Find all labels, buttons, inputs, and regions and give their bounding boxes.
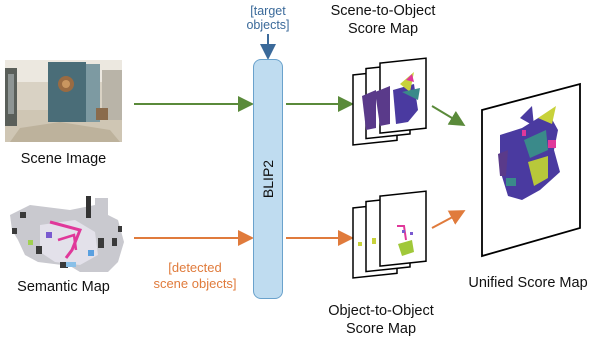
object-to-object-line2: Score Map bbox=[345, 321, 417, 337]
blip2-label: BLIP2 bbox=[260, 159, 276, 199]
scene-to-object-line2: Score Map bbox=[347, 21, 419, 37]
scene-image-label: Scene Image bbox=[20, 151, 107, 167]
target-objects-line1: [target bbox=[250, 4, 286, 18]
scene-to-object-map-stack bbox=[352, 57, 427, 146]
unified-score-map-label: Unified Score Map bbox=[468, 275, 588, 291]
s2o-to-unified-arrow bbox=[431, 105, 466, 127]
scene-to-object-line1: Scene-to-Object bbox=[330, 3, 436, 19]
object-to-object-title: Object-to-Object Score Map bbox=[316, 302, 446, 338]
detected-line1: [detected bbox=[168, 260, 222, 275]
semantic-map-label: Semantic Map bbox=[17, 279, 110, 295]
blip2-block: BLIP2 bbox=[253, 59, 283, 299]
target-objects-label: [target objects] bbox=[232, 4, 304, 32]
semantic-map-image bbox=[10, 196, 124, 272]
object-to-object-line1: Object-to-Object bbox=[328, 303, 434, 319]
object-to-object-map-stack bbox=[352, 190, 427, 279]
scene-to-object-title: Scene-to-Object Score Map bbox=[322, 2, 444, 38]
detected-line2: scene objects] bbox=[153, 276, 237, 291]
target-objects-line2: objects] bbox=[246, 18, 290, 32]
o2o-to-unified-arrow bbox=[431, 210, 466, 229]
unified-score-map bbox=[481, 82, 581, 258]
scene-image-photo bbox=[5, 60, 122, 142]
detected-objects-label: [detected scene objects] bbox=[140, 260, 250, 292]
